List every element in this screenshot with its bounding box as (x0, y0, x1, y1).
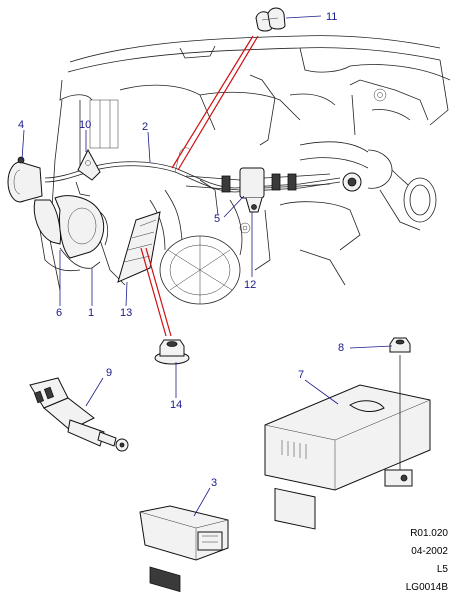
callout-10: 10 (79, 119, 91, 131)
cruise-switch (139, 505, 229, 593)
callout-14: 14 (170, 399, 182, 411)
bracket (75, 148, 101, 197)
callout-9: 9 (106, 367, 112, 379)
callout-13: 13 (120, 307, 132, 319)
flange-nut-14 (154, 339, 190, 365)
flange-nut-8 (389, 337, 411, 353)
heat-shield (117, 211, 161, 283)
callout-8: 8 (338, 342, 344, 354)
drawing-number: LG0014B (405, 582, 448, 593)
actuator (7, 156, 43, 203)
reference-date: 04-2002 (411, 546, 448, 557)
highlight-lines (140, 35, 259, 337)
callout-2: 2 (142, 121, 148, 133)
callout-7: 7 (298, 369, 304, 381)
callout-11: 11 (326, 11, 337, 23)
callout-5: 5 (214, 213, 220, 225)
callout-1: 1 (88, 307, 94, 319)
pipe-clip (255, 7, 286, 32)
control-module (264, 355, 431, 530)
leader-lines (21, 15, 393, 517)
callout-12: 12 (244, 279, 256, 291)
callout-6: 6 (56, 307, 62, 319)
callout-3: 3 (211, 477, 217, 489)
brake-switch (29, 377, 129, 452)
reference-model: L5 (436, 564, 448, 575)
vacuum-pump (33, 195, 109, 269)
pipe-assembly (185, 167, 362, 213)
reference-code: R01.020 (410, 528, 448, 539)
callout-4: 4 (18, 119, 24, 131)
